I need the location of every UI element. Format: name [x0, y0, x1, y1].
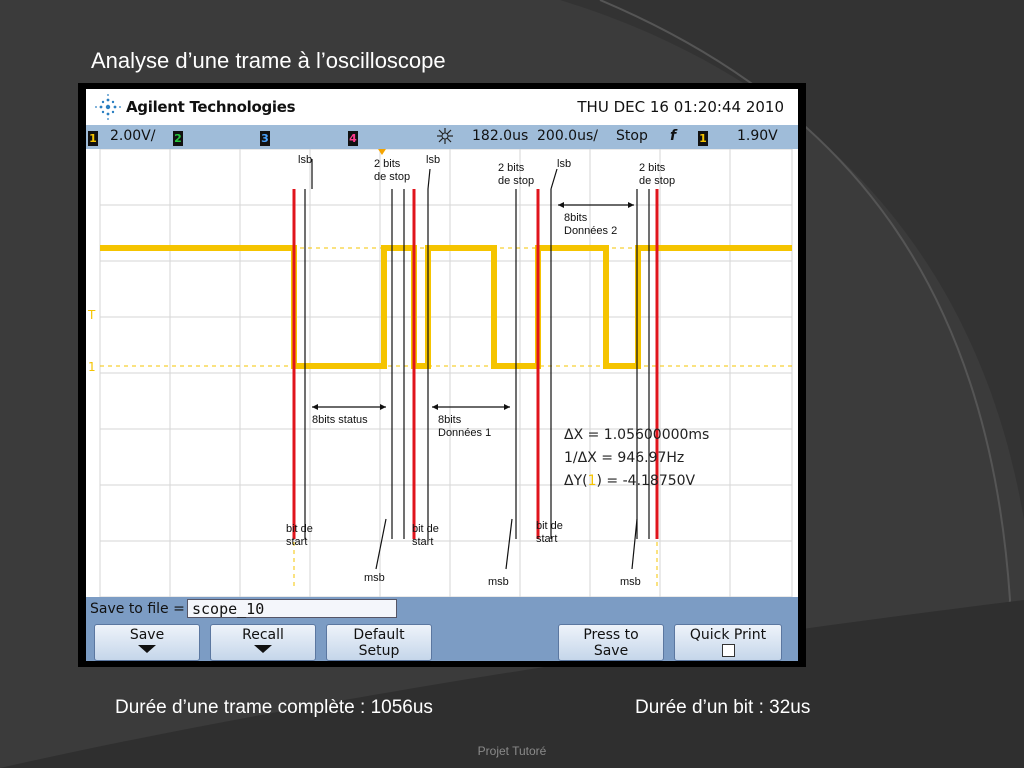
start-bit-label: bit de [412, 523, 439, 535]
time-offset: 182.0us [472, 128, 529, 144]
checkbox-icon [721, 644, 735, 657]
channel1-trace [100, 245, 792, 369]
graticule [99, 149, 793, 597]
stop-bits-label: 2 bits [498, 162, 525, 174]
scope-header: Agilent Technologies THU DEC 16 01:20:44… [86, 89, 798, 125]
brand-name: Agilent Technologies [126, 98, 296, 116]
time-scale: 200.0us/ [537, 128, 598, 144]
ch1-scale: 2.00V/ [110, 128, 156, 144]
data2-bits-label: 8bits [564, 212, 588, 224]
trigger-edge-icon: f [670, 128, 677, 144]
inverse-delta-x-readout: 1/ΔX = 946.97Hz [564, 450, 684, 466]
slide-title: Analyse d’une trame à l’oscilloscope [91, 48, 446, 73]
save-to-file-label: Save to file = [90, 601, 185, 617]
bit-duration-caption: Durée d’un bit : 32us [635, 697, 811, 718]
quick-print-button[interactable]: Quick Print [674, 624, 782, 661]
trigger-level-marker: T [87, 308, 96, 322]
frame-duration-caption: Durée d’une trame complète : 1056us [115, 697, 433, 718]
run-state: Stop [616, 128, 648, 144]
trigger-level: 1.90V [737, 128, 778, 144]
down-arrow-icon [254, 645, 272, 653]
save-button[interactable]: Save [94, 624, 200, 661]
down-arrow-icon [138, 645, 156, 653]
data1-label: Données 1 [438, 427, 491, 439]
delta-x-readout: ΔX = 1.05600000ms [564, 427, 709, 443]
scope-display: Agilent Technologies THU DEC 16 01:20:44… [86, 89, 798, 661]
stop-bits-label: de stop [498, 175, 534, 187]
file-name-field[interactable]: scope_10 [187, 599, 397, 618]
slide-footer: Projet Tutoré [477, 744, 547, 758]
msb-label: msb [364, 572, 385, 584]
status-bits-label: 8bits status [312, 414, 368, 426]
start-bit-label: start [286, 536, 307, 548]
status-bar: 1 2.00V/ 2 3 4 182.0us 200.0us/ Stop f 1… [86, 125, 798, 149]
trigger-position-marker [378, 149, 386, 155]
msb-label: msb [488, 576, 509, 588]
msb-label: msb [620, 576, 641, 588]
stop-bits-label: 2 bits [374, 158, 401, 170]
stop-bits-label: de stop [639, 175, 675, 187]
lsb-label: lsb [557, 158, 571, 170]
trigger-spark-icon [436, 127, 454, 149]
stop-bits-label: 2 bits [639, 162, 666, 174]
start-bit-label: bit de [286, 523, 313, 535]
start-bit-label: start [412, 536, 433, 548]
oscilloscope-screenshot: Agilent Technologies THU DEC 16 01:20:44… [78, 83, 806, 667]
scope-date: THU DEC 16 01:20:44 2010 [577, 98, 784, 116]
data1-bits-label: 8bits [438, 414, 462, 426]
lsb-label: lsb [298, 154, 312, 166]
waveform-plot: T 1 [86, 149, 798, 597]
recall-button[interactable]: Recall [210, 624, 316, 661]
lsb-label: lsb [426, 154, 440, 166]
data2-label: Données 2 [564, 225, 617, 237]
start-bit-label: bit de [536, 520, 563, 532]
stop-bits-label: de stop [374, 171, 410, 183]
delta-y-readout: ΔY(1) = -4.18750V [564, 473, 696, 489]
softkey-bar: Save to file = scope_10 Save Recall Defa… [86, 597, 798, 661]
agilent-spark-icon [95, 94, 121, 120]
start-bit-label: start [536, 533, 557, 545]
ch1-ground-marker: 1 [88, 360, 96, 374]
